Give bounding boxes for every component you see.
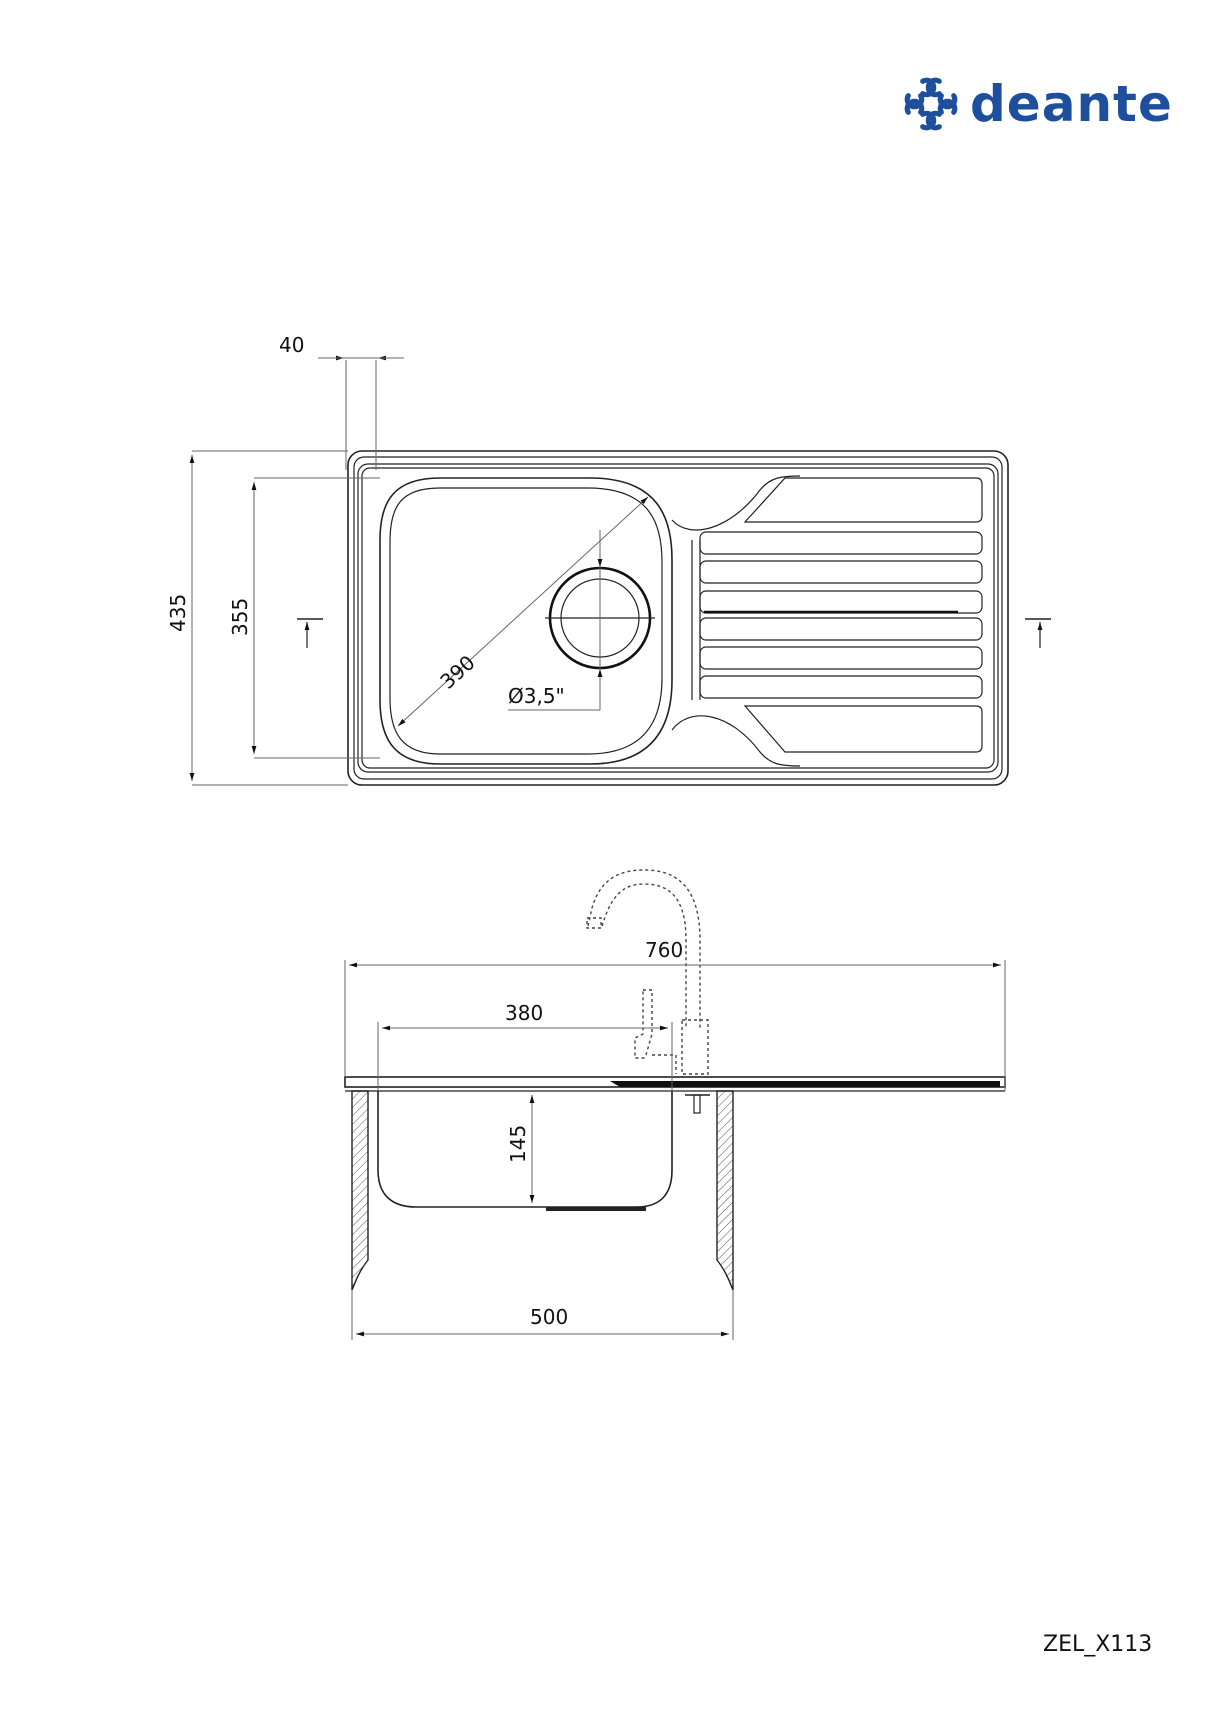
bowl-height-label: 145: [506, 1125, 530, 1163]
cabinet-width-label: 500: [530, 1305, 568, 1329]
drawing-code: ZEL_X113: [1043, 1632, 1153, 1657]
overall-depth-label: 435: [166, 594, 190, 632]
sink-bowl: [379, 477, 673, 765]
deante-swirl-logo-icon: [904, 77, 958, 131]
section-cut-arrow-icon: [1025, 618, 1051, 648]
bowl-width-label: 380: [505, 1001, 543, 1025]
bowl-depth-label: 355: [228, 598, 252, 636]
drain-diameter-label: Ø3,5": [508, 684, 565, 708]
drainboard-ribs: [699, 477, 983, 753]
section-cut-arrow-icon: [297, 618, 323, 648]
bowl-diagonal-dimension: [397, 496, 649, 727]
side-view: 760 380 145 500: [344, 869, 1006, 1340]
rim-offset-label: 40: [279, 333, 304, 357]
bowl-profile: [377, 1091, 673, 1208]
faucet-outline-dashed-icon: [586, 869, 709, 1075]
top-view: Ø3,5" 390 435 355: [166, 333, 1051, 786]
cabinet-wall-right: [716, 1090, 734, 1291]
brand-name: deante: [970, 75, 1173, 133]
cabinet-wall-left: [351, 1090, 369, 1291]
overall-width-label: 760: [645, 938, 683, 962]
sink-outer-rim: [347, 450, 1009, 786]
brand-logo: deante: [900, 74, 1173, 134]
